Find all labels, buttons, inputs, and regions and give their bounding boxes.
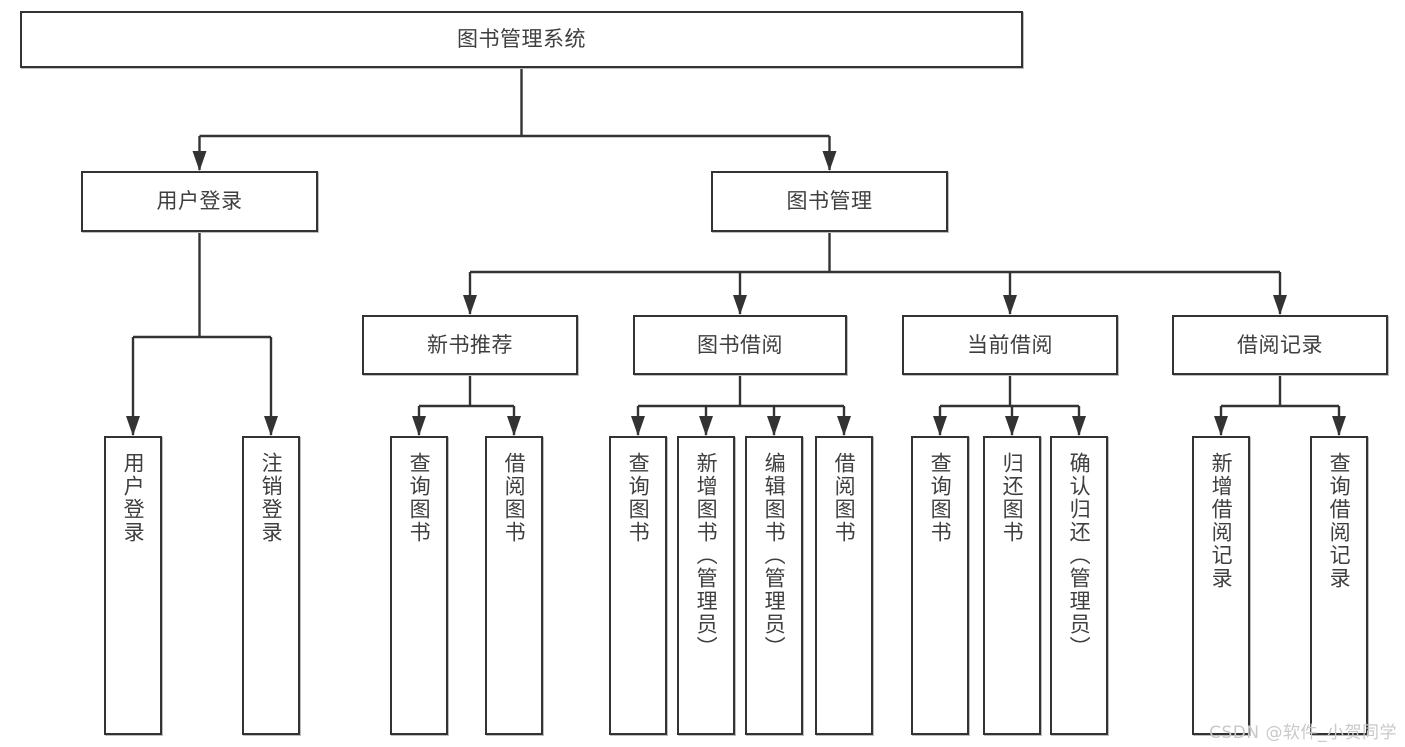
root-node-system-title: 图书管理系统 (20, 11, 1023, 68)
node-label: 归还图书 (1000, 452, 1025, 544)
arrow-head-icon (699, 416, 713, 436)
node-label: 查询图书 (928, 452, 953, 544)
arrow-head-icon (1072, 416, 1086, 436)
arrow-head-icon (126, 416, 140, 436)
arrow-head-icon (1332, 416, 1346, 436)
node-label: 新增借阅记录 (1209, 452, 1234, 590)
submodule-node-4: 借阅记录 (1172, 315, 1388, 375)
node-label: 新书推荐 (427, 332, 513, 357)
arrow-head-icon (767, 416, 781, 436)
arrow-head-icon (933, 416, 947, 436)
node-label: 查询借阅记录 (1327, 452, 1352, 590)
arrow-head-icon (507, 416, 521, 436)
node-label: 图书管理 (786, 189, 873, 214)
leaf-node-6: 新增图书（管理员） (677, 436, 735, 735)
leaf-node-8: 借阅图书 (815, 436, 873, 735)
node-label: 确认归还（管理员） (1067, 452, 1092, 659)
arrow-head-icon (412, 416, 426, 436)
arrow-head-icon (192, 151, 207, 171)
leaf-node-4: 借阅图书 (485, 436, 543, 735)
node-label: 编辑图书（管理员） (762, 452, 787, 659)
module-node-1: 用户登录 (81, 171, 318, 232)
arrow-head-icon (837, 416, 851, 436)
leaf-node-3: 查询图书 (390, 436, 448, 735)
node-label: 借阅图书 (502, 452, 527, 544)
arrow-head-icon (264, 416, 278, 436)
node-label: 注销登录 (259, 452, 284, 544)
leaf-node-2: 注销登录 (242, 436, 300, 735)
node-label: 借阅图书 (832, 452, 857, 544)
arrow-head-icon (631, 416, 645, 436)
leaf-node-7: 编辑图书（管理员） (745, 436, 803, 735)
leaf-node-1: 用户登录 (104, 436, 162, 735)
submodule-node-3: 当前借阅 (902, 315, 1118, 375)
node-label: 查询图书 (407, 452, 432, 544)
leaf-node-12: 新增借阅记录 (1192, 436, 1250, 735)
arrow-head-icon (1214, 416, 1228, 436)
watermark-text: CSDN @软件_小贺同学 (1209, 723, 1397, 743)
node-label: 新增图书（管理员） (694, 452, 719, 659)
arrow-head-icon (733, 295, 747, 315)
arrow-head-icon (1003, 295, 1017, 315)
arrow-head-icon (822, 151, 837, 171)
leaf-node-13: 查询借阅记录 (1310, 436, 1368, 735)
leaf-node-11: 确认归还（管理员） (1050, 436, 1108, 735)
arrow-head-icon (1273, 295, 1287, 315)
module-node-2: 图书管理 (711, 171, 948, 232)
node-label: 用户登录 (121, 452, 146, 544)
leaf-node-10: 归还图书 (983, 436, 1041, 735)
submodule-node-1: 新书推荐 (362, 315, 578, 375)
node-label: 当前借阅 (967, 332, 1053, 357)
node-label: 查询图书 (626, 452, 651, 544)
submodule-node-2: 图书借阅 (633, 315, 847, 375)
node-label: 图书借阅 (697, 332, 783, 357)
leaf-node-9: 查询图书 (911, 436, 969, 735)
leaf-node-5: 查询图书 (609, 436, 667, 735)
node-label: 用户登录 (156, 189, 243, 214)
arrow-head-icon (463, 295, 477, 315)
arrow-head-icon (1005, 416, 1019, 436)
node-label: 图书管理系统 (457, 27, 586, 52)
node-label: 借阅记录 (1237, 332, 1323, 357)
